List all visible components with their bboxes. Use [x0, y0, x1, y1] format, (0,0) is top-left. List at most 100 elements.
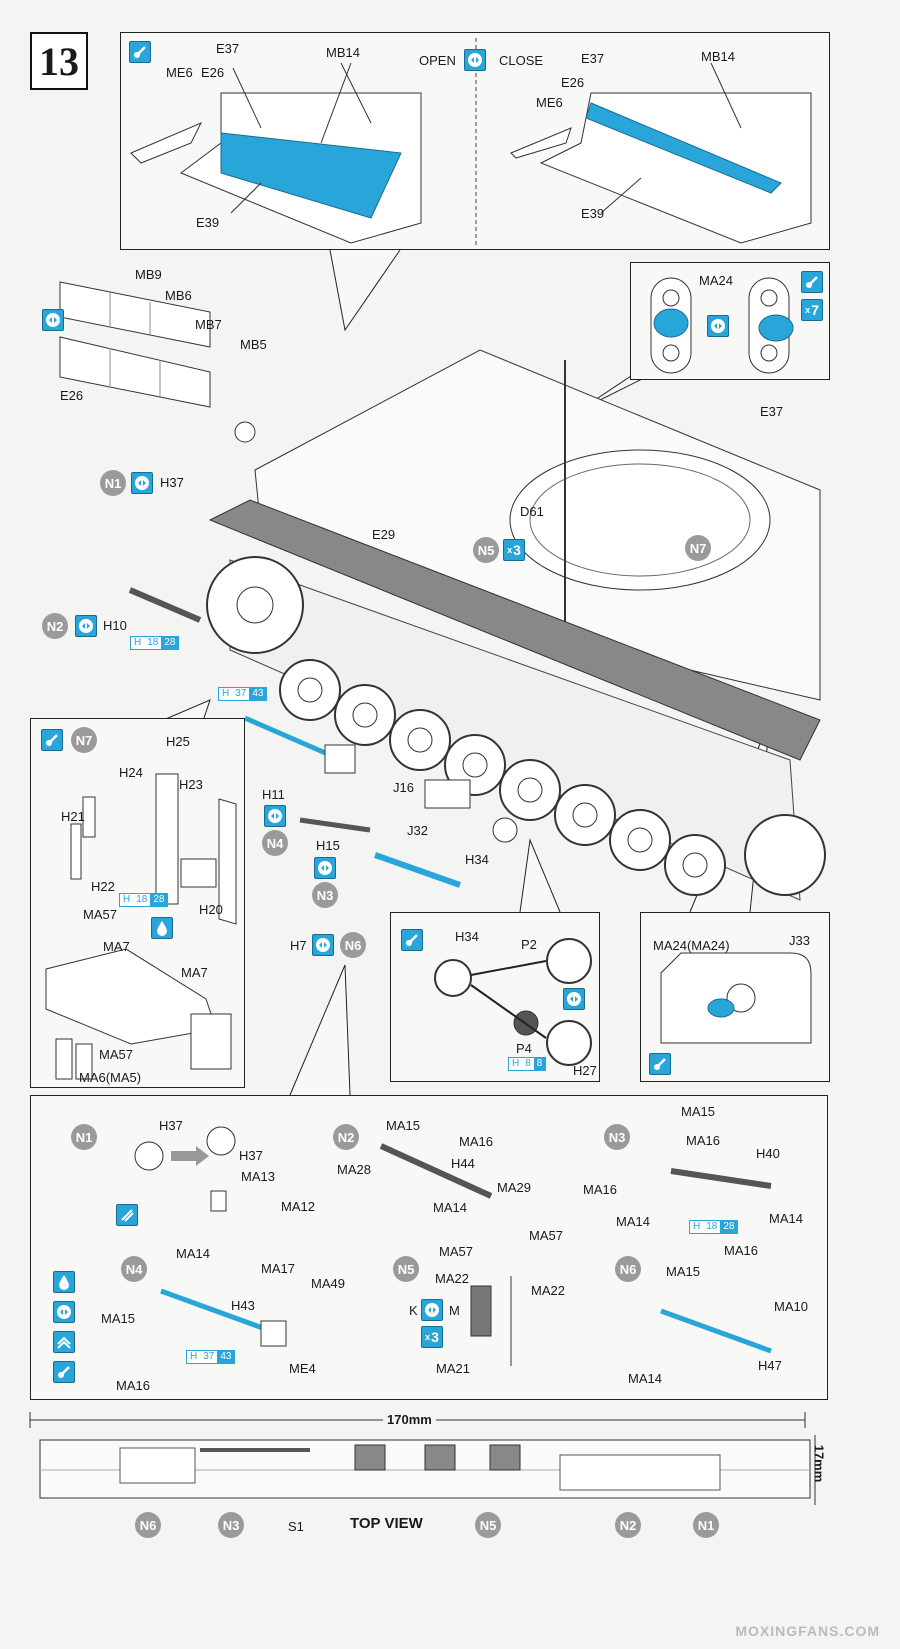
label-d61: D61 [520, 504, 544, 519]
light-label-p4: P4 [516, 1041, 532, 1056]
hatch-left-label-e39: E39 [196, 215, 220, 230]
dimension-170mm: 170mm [383, 1412, 436, 1427]
sub-n5-k: K [409, 1303, 418, 1318]
sub-n4-ma14: MA14 [176, 1246, 210, 1261]
hatch-right-label-e39: E39 [581, 206, 605, 221]
top-view-s1: S1 [288, 1519, 304, 1534]
option-icon [707, 315, 729, 337]
callout-n2: N2 [333, 1124, 359, 1150]
option-icon [42, 309, 64, 331]
callout-n6: N6 [340, 932, 366, 958]
jack-label-ma6: MA6(MA5) [79, 1070, 142, 1085]
callout-n1: N1 [71, 1124, 97, 1150]
sub-n5-ma22-b: MA22 [531, 1283, 565, 1298]
jack-label-h24: H24 [119, 765, 143, 780]
glue-icon [649, 1053, 671, 1075]
callout-n5: N5 [393, 1256, 419, 1282]
sub-n4-ma16: MA16 [116, 1378, 150, 1393]
hatch-right-label-e37: E37 [581, 51, 605, 66]
label-h10: H10 [103, 618, 127, 633]
option-icon [264, 805, 286, 827]
sub-n3-ma16-b: MA16 [583, 1182, 617, 1197]
sub-n3-ma15: MA15 [681, 1104, 715, 1119]
sub-n2-ma29: MA29 [497, 1180, 531, 1195]
dimension-17mm: 17mm [811, 1444, 827, 1483]
glue-icon [129, 41, 151, 63]
light-label-p2: P2 [521, 937, 537, 952]
sub-n6-ma16: MA16 [724, 1243, 758, 1258]
label-e37: E37 [760, 404, 784, 419]
sub-n6-ma10: MA10 [774, 1299, 808, 1314]
ma24-label: MA24 [699, 273, 733, 288]
callout-n3: N3 [218, 1512, 244, 1538]
jack-label-h23: H23 [179, 777, 203, 792]
sub-n5-ma22: MA22 [435, 1271, 469, 1286]
callout-n2: N2 [42, 613, 68, 639]
callout-n7: N7 [685, 535, 711, 561]
fender-label-e26: E26 [60, 388, 84, 403]
fender-label-mb5: MB5 [240, 337, 267, 352]
jack-label-ma7-a: MA7 [103, 939, 130, 954]
glue-icon [41, 729, 63, 751]
callout-n5: N5 [473, 537, 499, 563]
sub-n2-ma14: MA14 [433, 1200, 467, 1215]
sub-n1-h37: H37 [159, 1118, 183, 1133]
hatch-right-label-e26: E26 [561, 75, 585, 90]
sub-n4-ma17: MA17 [261, 1261, 295, 1276]
sub-n1-ma12: MA12 [281, 1199, 315, 1214]
callout-n3: N3 [312, 882, 338, 908]
paint-icon [116, 1204, 138, 1226]
light-label-h27: H27 [573, 1063, 597, 1078]
step-number: 13 [30, 32, 88, 90]
fold-icon [53, 1331, 75, 1353]
sub-n3-ma14: MA14 [616, 1214, 650, 1229]
callout-n6: N6 [135, 1512, 161, 1538]
jack-label-ma7-b: MA7 [181, 965, 208, 980]
label-j16: J16 [393, 780, 414, 795]
sub-n5-ma57: MA57 [439, 1244, 473, 1259]
light-label-h34: H34 [455, 929, 479, 944]
open-label: OPEN [419, 53, 456, 68]
label-e29: E29 [372, 527, 396, 542]
glue-icon [801, 271, 823, 293]
jack-label-h25: H25 [166, 734, 190, 749]
sub-n3-h40: H40 [756, 1146, 780, 1161]
sub-n4-ma15: MA15 [101, 1311, 135, 1326]
sub-n4-me4: ME4 [289, 1361, 316, 1376]
jack-label-h21: H21 [61, 809, 85, 824]
sub-n2-h44: H44 [451, 1156, 475, 1171]
option-icon [53, 1301, 75, 1323]
j33-label-ma24: MA24(MA24) [653, 938, 730, 953]
top-view-title: TOP VIEW [350, 1515, 423, 1532]
sub-n5-m: M [449, 1303, 460, 1318]
fender-label-mb7: MB7 [195, 317, 222, 332]
sub-n1-ma13: MA13 [241, 1169, 275, 1184]
label-h11: H11 [262, 787, 285, 802]
callout-n4: N4 [121, 1256, 147, 1282]
sub-n5-ma21: MA21 [436, 1361, 470, 1376]
option-icon [563, 988, 585, 1010]
label-h7: H7 [290, 938, 307, 953]
subassembly-panel: N1 H37 H37 MA13 MA12 N2 MA15 MA16 MA28 H… [30, 1095, 828, 1400]
sub-n2-ma15: MA15 [386, 1118, 420, 1133]
option-icon [314, 857, 336, 879]
sub-n1-h37-b: H37 [239, 1148, 263, 1163]
callout-n5: N5 [475, 1512, 501, 1538]
option-icon [75, 615, 97, 637]
water-drop-icon [151, 917, 173, 939]
sub-n4-ma49: MA49 [311, 1276, 345, 1291]
fender-label-mb6: MB6 [165, 288, 192, 303]
label-h15: H15 [316, 838, 340, 853]
hatch-drawings [130, 38, 812, 246]
option-icon [312, 934, 334, 956]
jack-label-ma57: MA57 [83, 907, 117, 922]
